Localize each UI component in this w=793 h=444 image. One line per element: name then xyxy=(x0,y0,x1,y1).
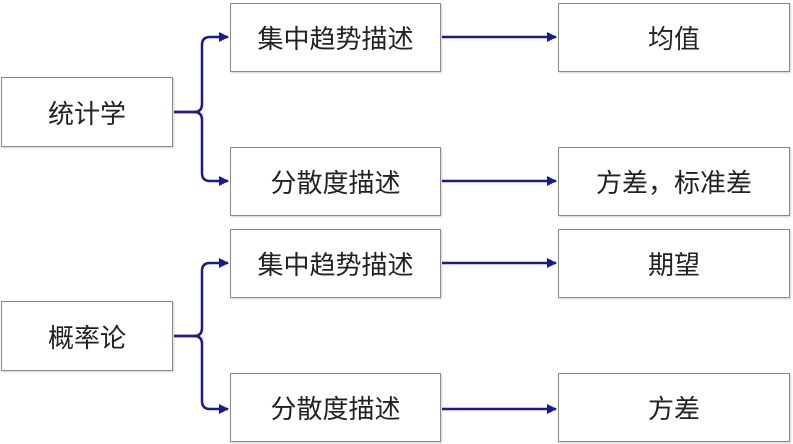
root-node-statistics: 统计学 xyxy=(1,77,173,147)
branch-node-central-tendency: 集中趋势描述 xyxy=(230,3,441,72)
branch-node-dispersion: 分散度描述 xyxy=(230,373,441,442)
result-node-variance: 方差 xyxy=(558,373,790,442)
connector-arrow-lower-2 xyxy=(174,334,229,414)
root-node-probability: 概率论 xyxy=(1,301,173,371)
result-node-variance-stddev: 方差，标准差 xyxy=(558,147,790,216)
result-node-expectation: 期望 xyxy=(558,229,790,298)
connector-arrow-upper-2 xyxy=(174,258,229,338)
connector-arrow-upper-1 xyxy=(174,32,229,114)
branch-node-central-tendency: 集中趋势描述 xyxy=(230,229,441,298)
branch-node-dispersion: 分散度描述 xyxy=(230,147,441,216)
result-node-mean: 均值 xyxy=(558,3,790,72)
connector-arrow-lower-1 xyxy=(174,110,229,186)
